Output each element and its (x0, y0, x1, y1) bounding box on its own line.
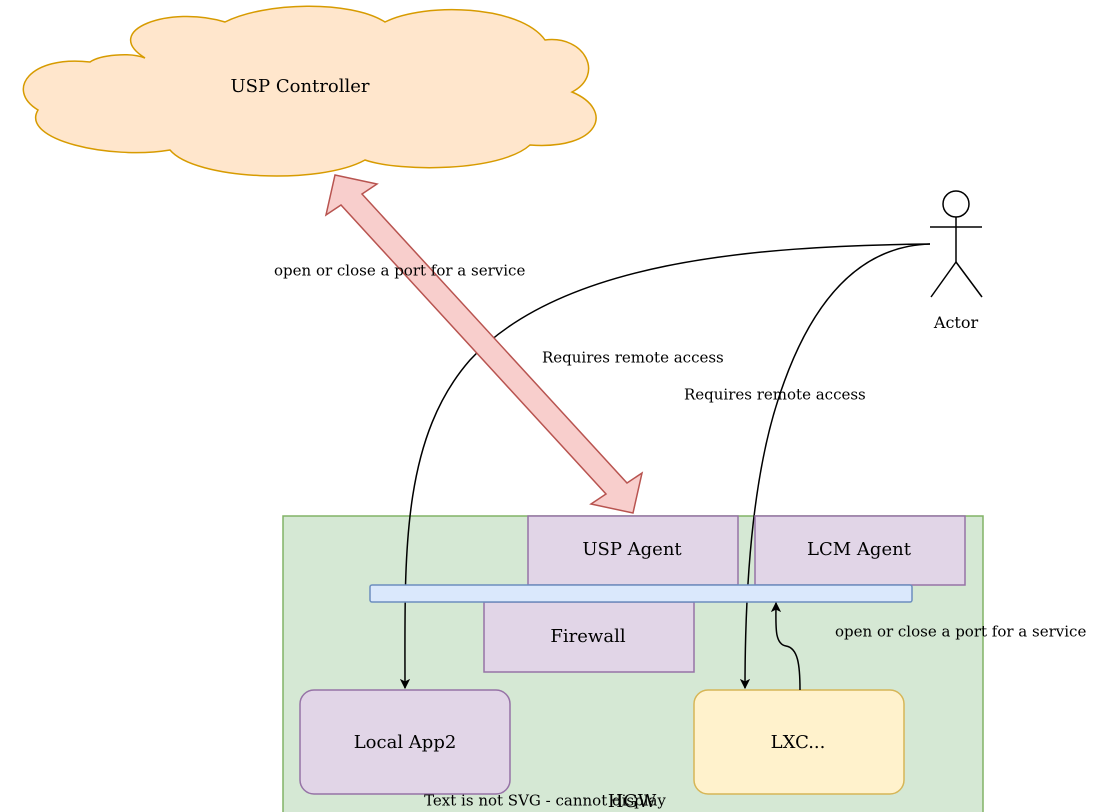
actor-lxc-edge-label: Requires remote access (684, 385, 866, 404)
lxc-to-bus-arrow (776, 603, 801, 691)
usp-controller-label: USP Controller (230, 76, 370, 97)
usp-agent-label: USP Agent (582, 539, 682, 560)
firewall-label: Firewall (550, 626, 626, 647)
lcm-agent-box (754, 515, 966, 586)
controller-agent-edge-label: open or close a port for a service (274, 261, 526, 280)
lxc-label: LXC... (770, 732, 826, 753)
actor-local-app-edge-label: Requires remote access (542, 348, 724, 367)
usp-agent-box (527, 515, 739, 586)
local-app2-label: Local App2 (353, 732, 457, 753)
actor-label: Actor (933, 313, 979, 332)
firewall-box (483, 601, 695, 673)
controller-agent-double-arrow (324, 174, 644, 514)
lcm-agent-label: LCM Agent (807, 539, 911, 560)
usp-controller-cloud (22, 5, 597, 177)
lxc-bus-edge-label: open or close a port for a service (835, 622, 1087, 641)
svg-warning-text: Text is not SVG - cannot display (424, 791, 666, 810)
bus-bar (369, 584, 913, 603)
hgw-label: HGW (607, 791, 657, 812)
actor-icon (930, 190, 983, 298)
local-app2-box (299, 689, 511, 795)
lxc-box (693, 689, 905, 795)
